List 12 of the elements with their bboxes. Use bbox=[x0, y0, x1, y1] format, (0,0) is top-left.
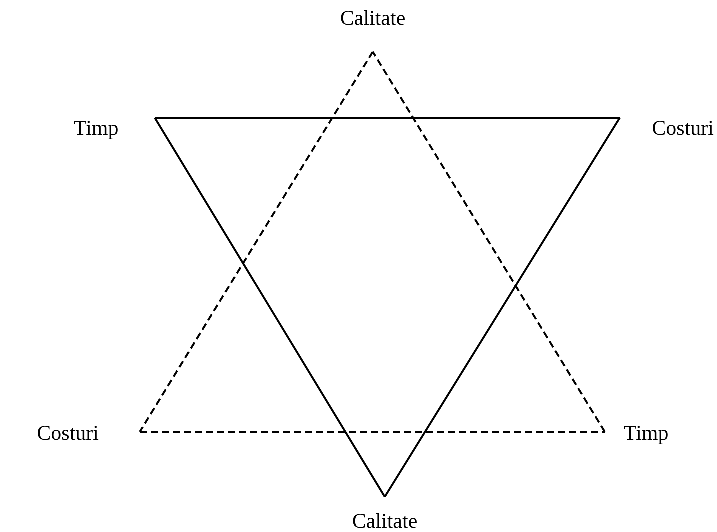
vertex-label: Calitate bbox=[352, 511, 418, 532]
dashed-line bbox=[139, 51, 374, 433]
dashed-line bbox=[372, 51, 606, 433]
vertex-label: Costuri bbox=[37, 422, 99, 444]
dashed-line bbox=[140, 431, 605, 433]
line bbox=[384, 117, 621, 498]
vertex-label: Costuri bbox=[652, 118, 714, 138]
line bbox=[155, 117, 620, 119]
vertex-label: Timp bbox=[624, 422, 669, 444]
vertex-label: Calitate bbox=[340, 8, 406, 29]
line bbox=[154, 117, 386, 498]
vertex-label: Timp bbox=[74, 118, 119, 138]
